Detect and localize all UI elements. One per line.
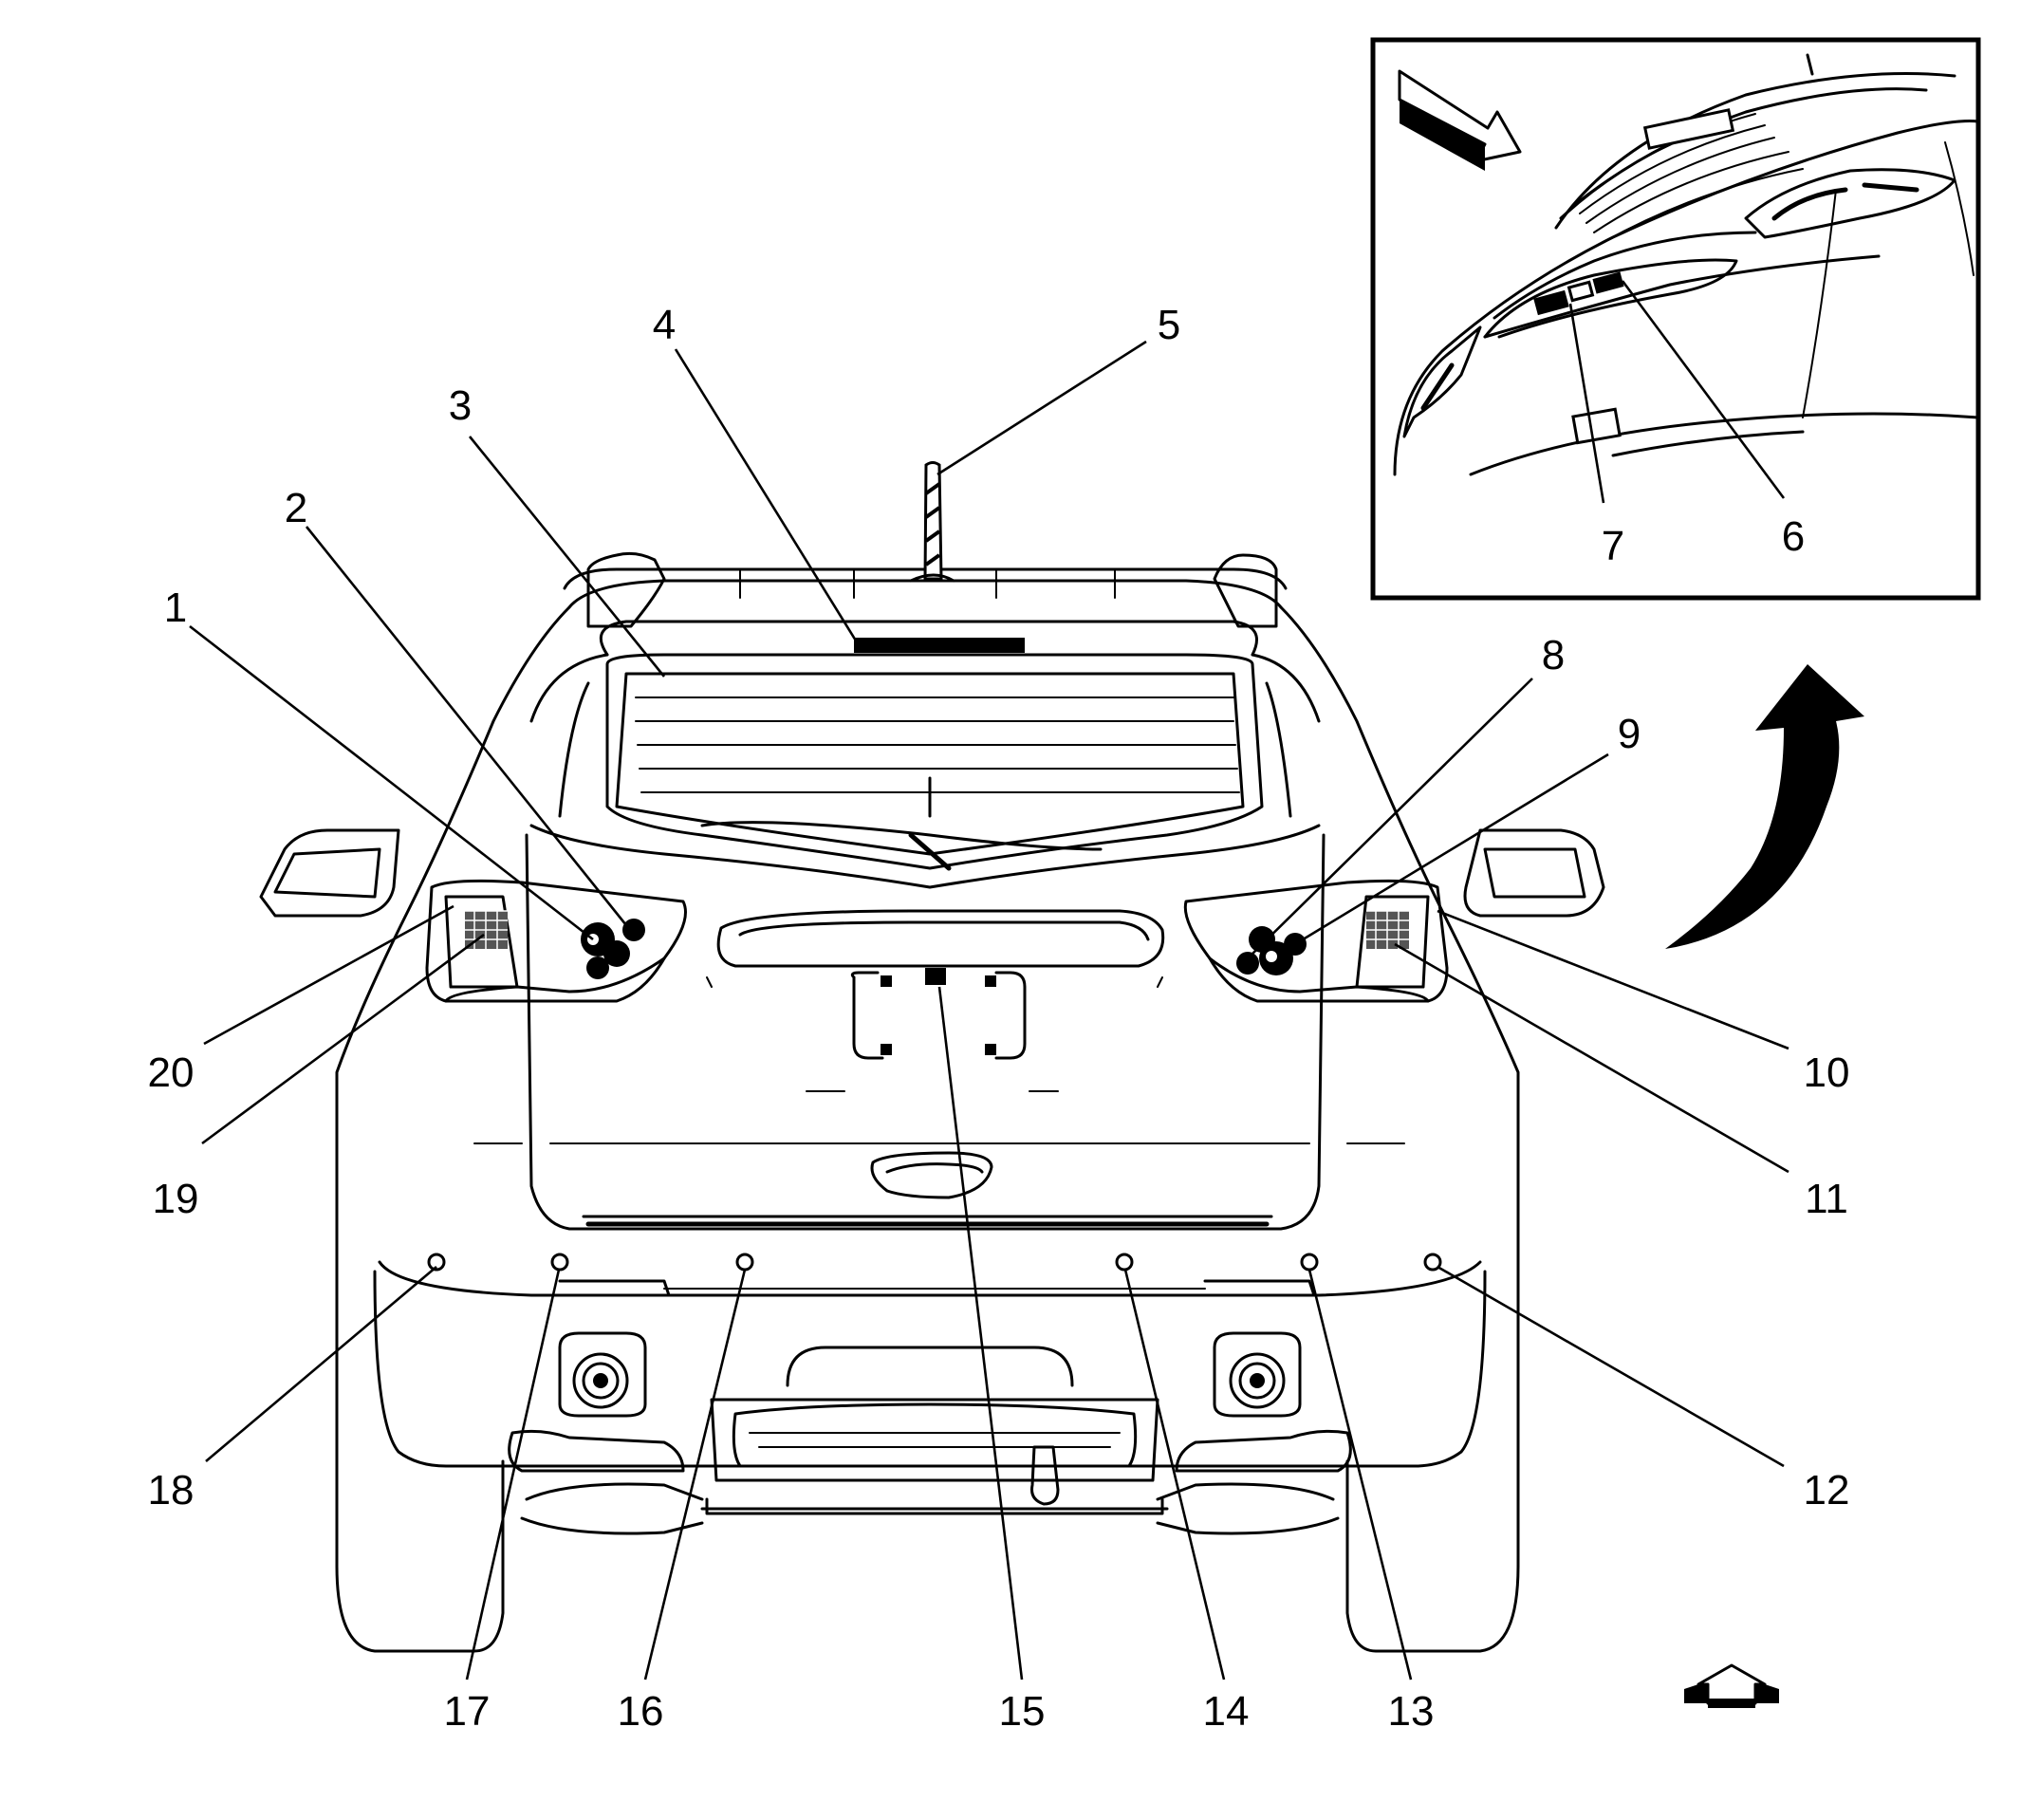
leader-1 — [189, 624, 594, 941]
leader-11 — [1394, 942, 1789, 1174]
callout-19: 19 — [153, 1176, 199, 1222]
leader-13 — [1307, 1269, 1413, 1681]
callout-6: 6 — [1782, 513, 1805, 560]
vehicle-rear-view — [259, 551, 1605, 1653]
callout-15: 15 — [999, 1688, 1046, 1735]
forward-arrow-icon — [1684, 1663, 1779, 1708]
leader-5 — [936, 340, 1147, 476]
callout-1: 1 — [164, 585, 187, 631]
leader-17 — [465, 1269, 561, 1681]
callout-8: 8 — [1542, 632, 1565, 678]
callout-13: 13 — [1388, 1688, 1435, 1735]
curved-arrow-icon — [1665, 664, 1864, 949]
callout-16: 16 — [618, 1688, 664, 1735]
callout-3: 3 — [449, 382, 472, 429]
leader-9 — [1294, 752, 1609, 946]
view-direction-arrow-icon — [1398, 69, 1522, 171]
leader-16 — [643, 1269, 747, 1681]
leader-3 — [468, 436, 666, 678]
callout-10: 10 — [1804, 1049, 1850, 1096]
leader-19 — [201, 933, 485, 1145]
leader-6 — [1621, 280, 1786, 499]
callout-2: 2 — [285, 485, 307, 531]
leader-15 — [937, 986, 1024, 1681]
leader-8 — [1247, 678, 1533, 959]
leader-4 — [674, 348, 861, 646]
callout-14: 14 — [1203, 1688, 1250, 1735]
callout-7: 7 — [1602, 523, 1624, 569]
callout-labels: 1 2 3 4 5 6 7 8 9 10 11 12 13 14 15 16 1… — [148, 302, 1850, 1735]
callout-20: 20 — [148, 1049, 195, 1096]
detail-inset — [1370, 37, 1981, 601]
leader-18 — [205, 1266, 437, 1462]
callout-12: 12 — [1804, 1467, 1850, 1514]
callout-18: 18 — [148, 1467, 195, 1514]
callout-9: 9 — [1618, 711, 1641, 757]
leader-2 — [305, 526, 636, 936]
leader-7 — [1568, 303, 1605, 504]
leader-lines — [189, 280, 1789, 1681]
leader-14 — [1123, 1269, 1226, 1681]
antenna — [909, 461, 955, 583]
callout-11: 11 — [1805, 1176, 1848, 1222]
leader-10 — [1437, 909, 1789, 1050]
callout-5: 5 — [1158, 302, 1180, 348]
callout-4: 4 — [653, 302, 676, 348]
leader-20 — [203, 904, 454, 1046]
callout-17: 17 — [444, 1688, 491, 1735]
leader-12 — [1437, 1265, 1785, 1468]
